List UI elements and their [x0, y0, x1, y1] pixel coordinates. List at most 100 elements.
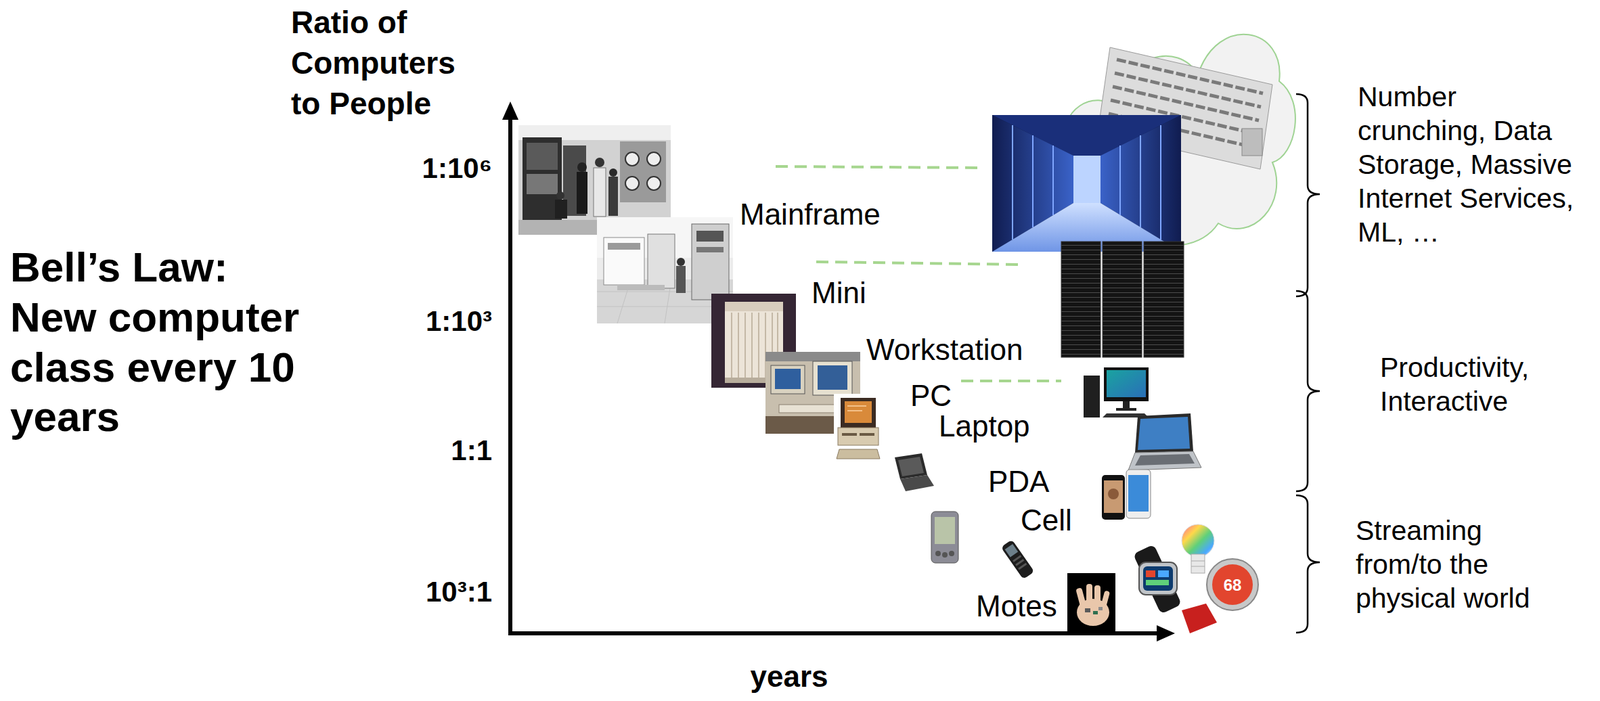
pda-photo	[942, 552, 948, 558]
dashed-guide	[816, 261, 1021, 265]
axis-label: years	[749, 659, 828, 695]
smartphones	[1103, 480, 1123, 514]
datacenter-photo	[1011, 125, 1014, 240]
brace	[1296, 495, 1320, 633]
laptop-photo	[898, 456, 924, 477]
minicomputer-photo	[617, 284, 665, 291]
brace	[1296, 94, 1320, 633]
pc-photo	[836, 449, 880, 459]
mainframe-photo	[554, 199, 568, 219]
desktop-photo	[770, 365, 805, 394]
desktop-computer	[1116, 408, 1137, 411]
smartphones	[1101, 475, 1125, 520]
dashed-guide	[961, 379, 1062, 383]
bracket-note: Number crunching, Data Storage, Massive …	[1357, 79, 1587, 250]
laptop-photo	[900, 475, 935, 492]
smartphones	[1101, 469, 1151, 520]
y-axis	[502, 101, 519, 636]
tick-label: 1:10³	[425, 305, 493, 338]
workstation-photo	[724, 301, 784, 312]
smartwatch	[1143, 566, 1173, 591]
motes-photo	[1098, 607, 1103, 611]
axis-title: Ratio of Computers to People	[291, 2, 469, 124]
desktop-photo	[817, 365, 848, 390]
class-label: Motes	[975, 589, 1058, 625]
cellphone-photo	[1005, 544, 1018, 558]
class-label: Workstation	[866, 332, 1024, 368]
laptop-photo	[894, 453, 928, 480]
workstation-photo	[730, 312, 733, 378]
datacenter-photo	[1160, 125, 1162, 240]
desktop-computer	[1103, 367, 1149, 402]
bracket-note: Productivity, Interactive	[1380, 350, 1558, 419]
desktop-computer	[1106, 370, 1146, 398]
minicomputer-photo	[603, 237, 645, 285]
mainframe-photo	[576, 171, 588, 214]
mainframe-photo	[577, 162, 587, 172]
thermostat	[1206, 559, 1259, 611]
brace	[1296, 291, 1320, 492]
minicomputer-photo	[647, 234, 675, 289]
thermostat-reading: 68	[1223, 575, 1242, 595]
desktop-photo	[774, 368, 801, 390]
pc-photo	[847, 405, 867, 407]
laptop-computer	[1135, 413, 1194, 453]
minicomputer-photo	[676, 257, 685, 266]
mainframe-photo	[556, 191, 565, 200]
motes-photo	[1084, 608, 1091, 613]
datacenter-photo	[1139, 135, 1142, 228]
smartwatch	[1145, 580, 1169, 586]
minicomputer-photo	[607, 242, 641, 250]
laptop-computer	[1128, 413, 1202, 471]
cellphone-photo	[1017, 563, 1027, 570]
laptop-computer	[1135, 454, 1195, 466]
smart-bulb	[1191, 561, 1205, 562]
mainframe-photo	[593, 167, 606, 217]
workstation-photo	[751, 312, 753, 378]
motes-photo	[1067, 573, 1116, 633]
smart-bulb	[1191, 566, 1205, 568]
smartphones	[1107, 488, 1119, 500]
desktop-photo	[765, 351, 861, 362]
smartphones	[1126, 469, 1151, 519]
brace	[1296, 94, 1320, 297]
desktop-photo	[779, 404, 840, 413]
motes-photo	[1086, 584, 1093, 605]
desktop-computer	[1083, 375, 1100, 418]
thermostat	[1206, 559, 1259, 611]
smart-bulb	[1191, 554, 1205, 574]
pda-photo	[935, 550, 941, 557]
datacenter-photo	[1073, 155, 1101, 204]
datacenter-photo	[992, 115, 1182, 252]
minicomputer-photo	[691, 224, 729, 300]
mainframe-photo	[594, 157, 605, 168]
server-racks	[1061, 241, 1184, 358]
cellphone-photo	[1001, 539, 1035, 580]
pc-photo	[859, 433, 875, 436]
cellphone-photo	[1001, 539, 1035, 580]
server-racks	[1061, 241, 1101, 358]
pda-photo	[934, 517, 955, 545]
sensor-tag	[1181, 603, 1217, 634]
motes-photo	[1093, 611, 1098, 615]
pc-photo	[844, 401, 872, 424]
class-label: Laptop	[938, 409, 1031, 444]
pc-photo	[833, 393, 883, 463]
x-axis	[1156, 625, 1175, 642]
workstation-photo	[737, 312, 740, 378]
laptop-computer	[1128, 451, 1202, 471]
tick-label: 1:10⁶	[422, 152, 493, 185]
motes-photo	[1067, 573, 1116, 633]
pc-photo	[841, 433, 857, 436]
cloud	[1116, 59, 1263, 94]
class-label: Cell	[1020, 503, 1073, 539]
smartwatch	[1132, 544, 1182, 614]
class-label: Mainframe	[739, 197, 881, 233]
pda-photo	[931, 511, 959, 564]
class-label: PC	[910, 379, 952, 414]
mainframe-photo	[526, 173, 558, 195]
datacenter-photo	[1052, 145, 1054, 216]
mainframe-photo	[619, 141, 666, 203]
smartphones	[1128, 475, 1149, 512]
